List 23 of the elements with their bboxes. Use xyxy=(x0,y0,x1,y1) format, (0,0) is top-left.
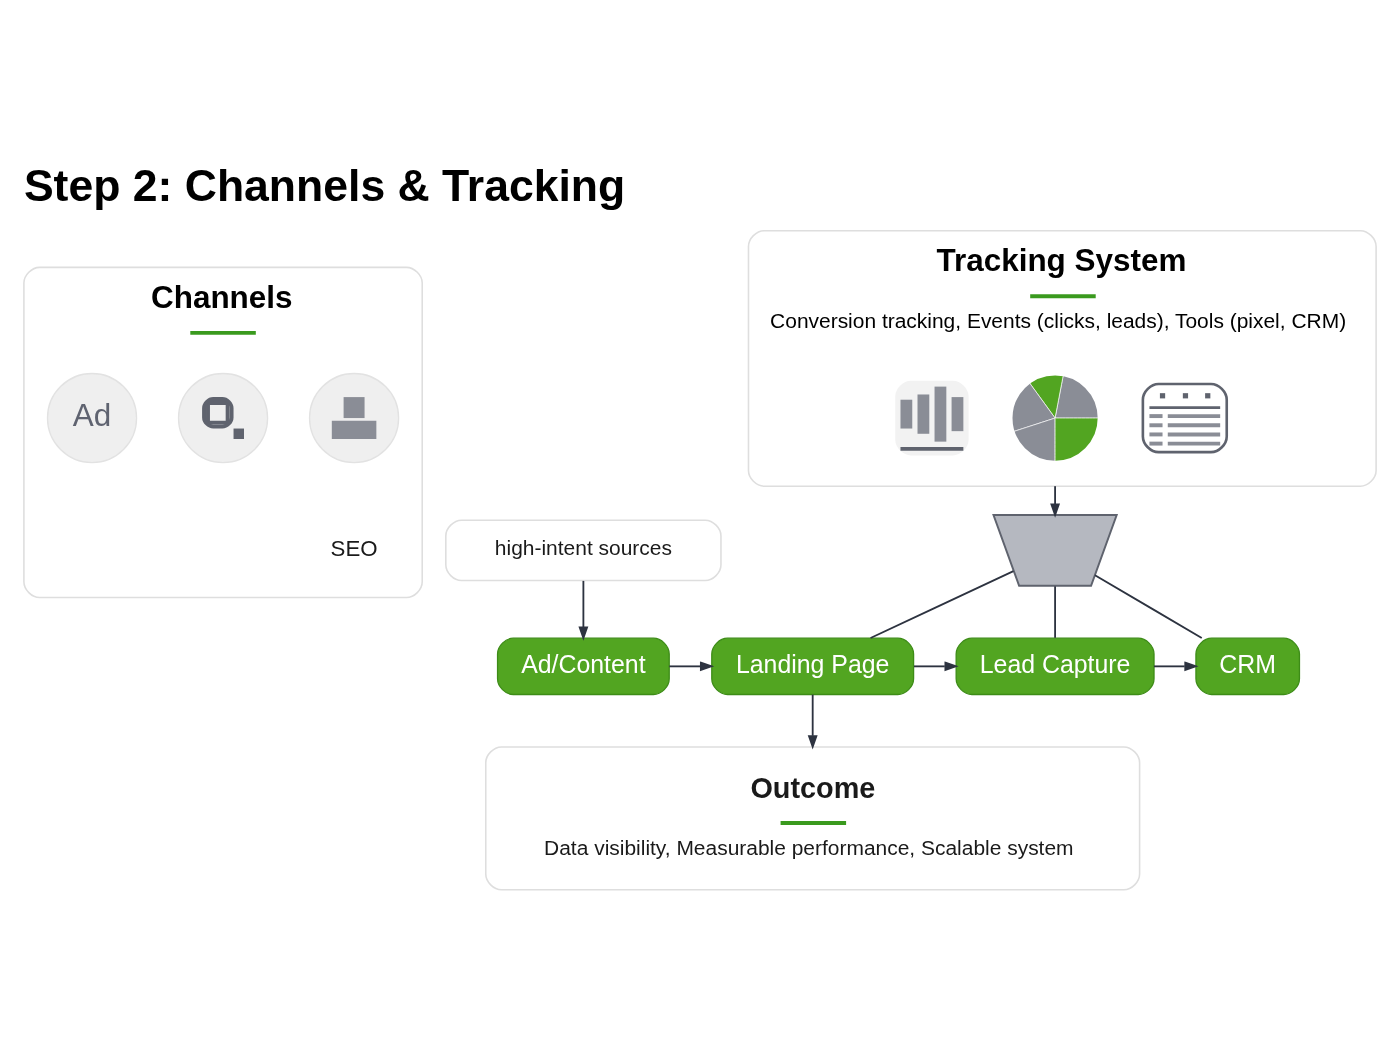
node-box: Outcome Data visibility, Measurable performance, Scalable system xyxy=(485,745,1141,891)
node-circle xyxy=(177,372,269,463)
node-circle: Ad xyxy=(46,372,138,463)
node-box: Lead Capture xyxy=(955,637,1155,695)
node-funnel xyxy=(992,513,1119,587)
node-label: SEO xyxy=(330,535,378,561)
connector xyxy=(869,569,1015,639)
node-picture xyxy=(895,380,969,455)
arrow xyxy=(913,660,959,671)
arrow xyxy=(1153,660,1199,671)
node-box: CRM xyxy=(1195,637,1301,695)
node-box: Landing Page xyxy=(711,637,915,695)
connector xyxy=(1094,573,1203,639)
node-person xyxy=(308,372,400,463)
arrow xyxy=(578,579,589,641)
diagram-title: Step 2: Channels & Tracking xyxy=(23,160,626,210)
connector xyxy=(1054,584,1056,639)
arrow xyxy=(668,660,715,671)
arrow xyxy=(807,693,818,749)
node-box: Ad/Content xyxy=(496,637,670,695)
node-box: high-intent sources xyxy=(445,518,722,581)
arrow xyxy=(1050,484,1061,518)
cluster: Tracking System Conversion tracking, Events (clicks, leads), Tools (pixel, CRM) xyxy=(747,229,1377,487)
